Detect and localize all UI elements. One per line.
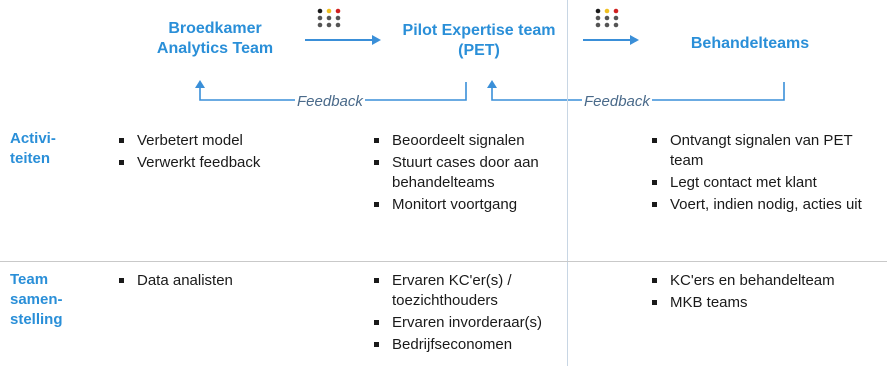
traffic-dot <box>604 15 610 21</box>
team-title-pet: Pilot Expertise team (PET) <box>402 22 556 59</box>
traffic-dot <box>613 8 619 14</box>
feedback-label: Feedback <box>295 93 365 111</box>
list-item: MKB teams <box>650 293 885 313</box>
row-label-activiteiten: Activi- teiten <box>10 130 56 167</box>
list-item: Ervaren invorderaar(s) <box>372 313 612 333</box>
list-item: Voert, indien nodig, acties uit <box>650 195 885 215</box>
list-item: Data analisten <box>117 271 337 291</box>
right-arrow-icon <box>583 35 639 45</box>
traffic-dot <box>317 15 323 21</box>
traffic-dot <box>604 8 610 14</box>
traffic-light-dots-icon <box>317 8 341 28</box>
traffic-dot <box>595 22 601 28</box>
team-title-broedkamer: Broedkamer Analytics Team <box>156 20 274 57</box>
right-arrow-icon <box>305 35 381 45</box>
traffic-light-dots-icon <box>595 8 619 28</box>
list-item: Verwerkt feedback <box>117 153 337 173</box>
row-label-teamsamenstelling: Team samen- stelling <box>10 271 63 328</box>
list-item: Bedrijfseconomen <box>372 335 612 355</box>
list-item: Ontvangt signalen van PET team <box>650 131 885 171</box>
list-item: Verbetert model <box>117 131 337 151</box>
list-item: Monitort voortgang <box>372 195 612 215</box>
traffic-dot <box>335 22 341 28</box>
row-divider <box>0 261 887 262</box>
traffic-dot <box>326 22 332 28</box>
traffic-dot <box>317 22 323 28</box>
traffic-dot <box>613 22 619 28</box>
list-item: KC'ers en behandelteam <box>650 271 885 291</box>
traffic-dot <box>326 8 332 14</box>
traffic-dot <box>317 8 323 14</box>
traffic-dot <box>335 15 341 21</box>
list-item: Legt contact met klant <box>650 173 885 193</box>
traffic-dot <box>604 22 610 28</box>
traffic-dot <box>595 8 601 14</box>
team-title-behandelteams: Behandelteams <box>690 35 810 52</box>
list-item: Stuurt cases door aan behandelteams <box>372 153 612 193</box>
traffic-dot <box>595 15 601 21</box>
list-item: Beoordeelt signalen <box>372 131 612 151</box>
traffic-dot <box>326 15 332 21</box>
traffic-dot <box>613 15 619 21</box>
team-broedkamer-list: Data analisten <box>117 271 337 293</box>
traffic-dot <box>335 8 341 14</box>
list-item: Ervaren KC'er(s) / toezichthouders <box>372 271 612 311</box>
feedback-label: Feedback <box>582 93 652 111</box>
column-divider <box>567 0 568 366</box>
